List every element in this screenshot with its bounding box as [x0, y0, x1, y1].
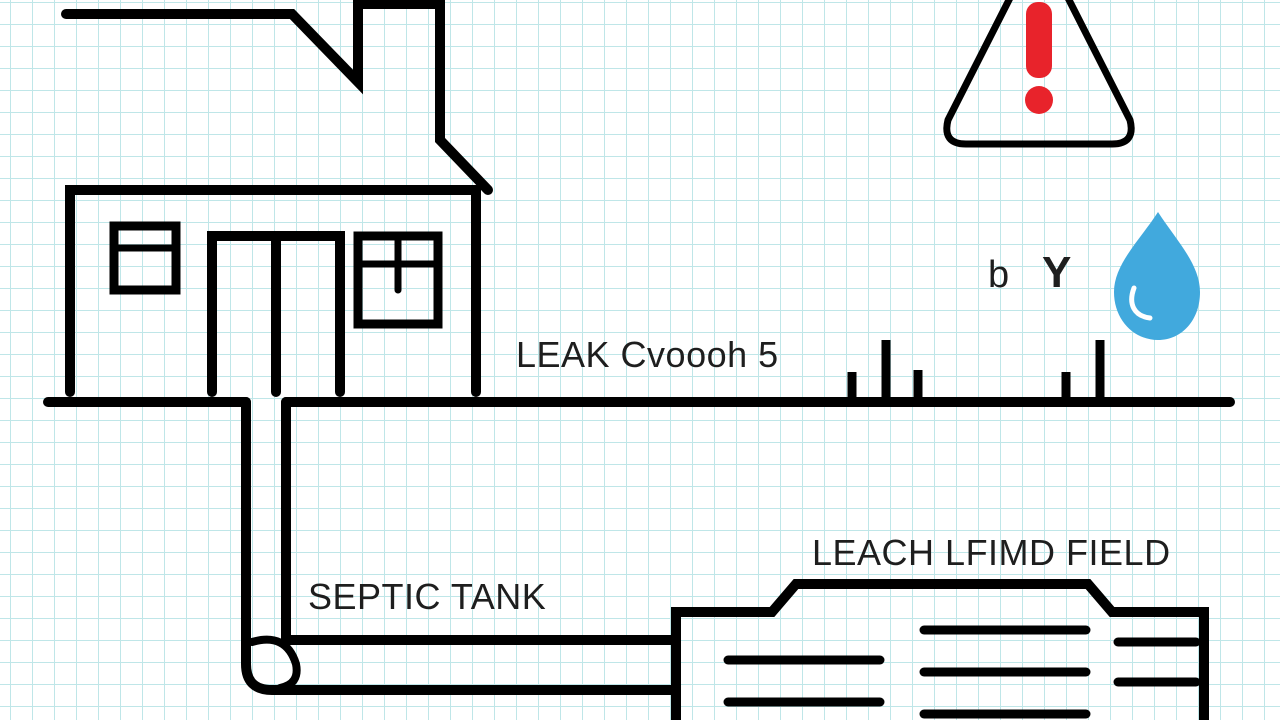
water-drop-highlight: [1129, 285, 1153, 321]
warning-triangle-outline: [943, 0, 1135, 148]
leach-field-label: LEACH LFIMD FIELD: [812, 532, 1171, 573]
warning-exclamation-dot: [1025, 86, 1053, 114]
drain-pipe: [241, 397, 681, 695]
warning-triangle-icon: [943, 0, 1135, 148]
grass-ticks: [847, 340, 1105, 400]
leach-field-pipes: [723, 625, 1201, 719]
leak-label: LEAK Cvoooh 5: [516, 334, 779, 375]
water-drop-icon: [1114, 212, 1200, 340]
leach-field-box: [671, 579, 1209, 720]
drain-pipe-outer: [241, 397, 681, 695]
house-icon: [61, 0, 493, 397]
water-drop-shape: [1114, 212, 1200, 340]
leach-field-outline: [671, 579, 1209, 720]
glyph-b-label: b: [988, 254, 1010, 296]
house-window-left: [109, 221, 181, 295]
pipe-elbow: [248, 635, 301, 692]
house-roof: [61, 0, 493, 195]
drain-pipe-inner: [281, 397, 681, 645]
glyph-y-label: Y: [1042, 248, 1072, 297]
septic-tank-label: SEPTIC TANK: [308, 576, 547, 617]
warning-exclamation-bar: [1026, 2, 1052, 78]
house-walls: [65, 185, 481, 397]
